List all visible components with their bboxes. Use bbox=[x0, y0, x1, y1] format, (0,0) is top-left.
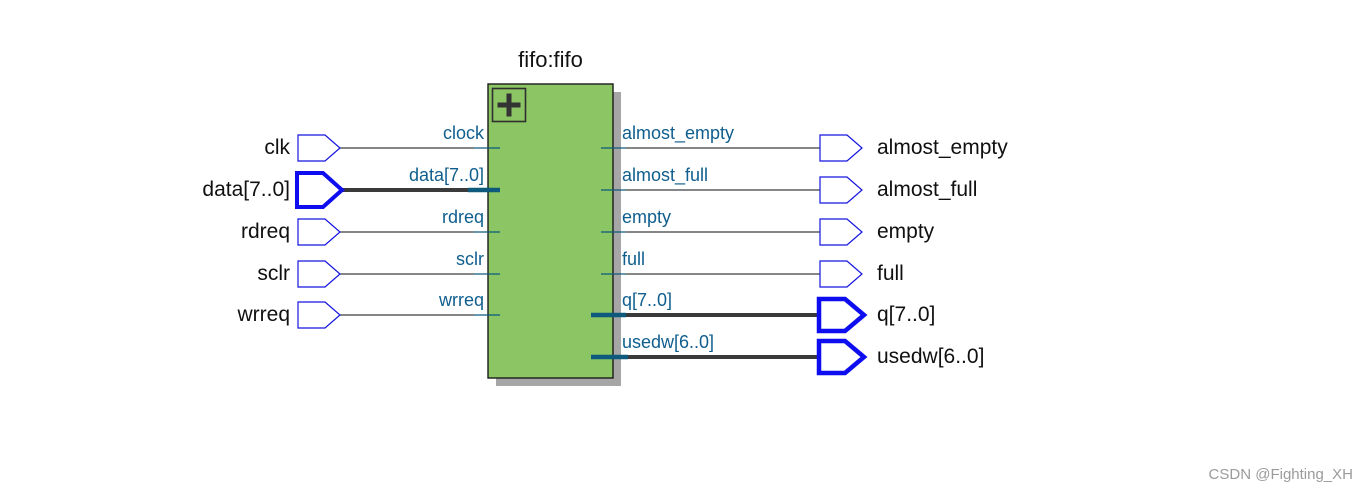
port-label-wrreq: wrreq bbox=[438, 290, 484, 310]
pin-name-rdreq: rdreq bbox=[240, 220, 290, 243]
port-label-data: data[7..0] bbox=[408, 165, 484, 185]
input-pin-data-bus[interactable] bbox=[295, 171, 345, 209]
input-pin-sclr[interactable] bbox=[297, 260, 341, 288]
port-label-almost-empty: almost_empty bbox=[622, 123, 735, 143]
port-label-usedw: usedw[6..0] bbox=[622, 332, 715, 352]
pin-name-clk: clk bbox=[264, 136, 290, 159]
port-label-sclr: sclr bbox=[456, 249, 484, 269]
port-label-almost-full: almost_full bbox=[622, 165, 709, 185]
pin-name-sclr: sclr bbox=[257, 262, 290, 285]
port-label-rdreq: rdreq bbox=[441, 207, 484, 227]
expand-plus-icon[interactable] bbox=[491, 87, 527, 123]
input-pin-wrreq[interactable] bbox=[297, 301, 341, 329]
pin-name-almost-full: almost_full bbox=[877, 178, 978, 201]
pin-name-almost-empty: almost_empty bbox=[877, 136, 1008, 159]
port-label-empty: empty bbox=[622, 207, 672, 227]
port-label-full: full bbox=[622, 249, 646, 269]
fifo-instance-block[interactable] bbox=[487, 83, 614, 379]
pin-name-q: q[7..0] bbox=[877, 303, 936, 326]
output-pin-usedw-bus[interactable] bbox=[816, 338, 868, 376]
pin-name-empty: empty bbox=[877, 220, 935, 243]
port-label-clock: clock bbox=[442, 123, 484, 143]
pin-name-data: data[7..0] bbox=[202, 178, 290, 201]
input-pin-rdreq[interactable] bbox=[297, 218, 341, 246]
output-pin-almost-full[interactable] bbox=[819, 176, 863, 204]
port-label-q: q[7..0] bbox=[622, 290, 673, 310]
watermark-text: CSDN @Fighting_XH bbox=[1208, 466, 1353, 483]
output-pin-empty[interactable] bbox=[819, 218, 863, 246]
input-pin-clk[interactable] bbox=[297, 134, 341, 162]
output-pin-full[interactable] bbox=[819, 260, 863, 288]
output-pin-almost-empty[interactable] bbox=[819, 134, 863, 162]
pin-name-usedw: usedw[6..0] bbox=[877, 345, 985, 368]
output-pin-q-bus[interactable] bbox=[816, 296, 868, 334]
pin-name-wrreq: wrreq bbox=[237, 303, 290, 326]
instance-title: fifo:fifo bbox=[518, 47, 583, 72]
pin-name-full: full bbox=[877, 262, 904, 285]
